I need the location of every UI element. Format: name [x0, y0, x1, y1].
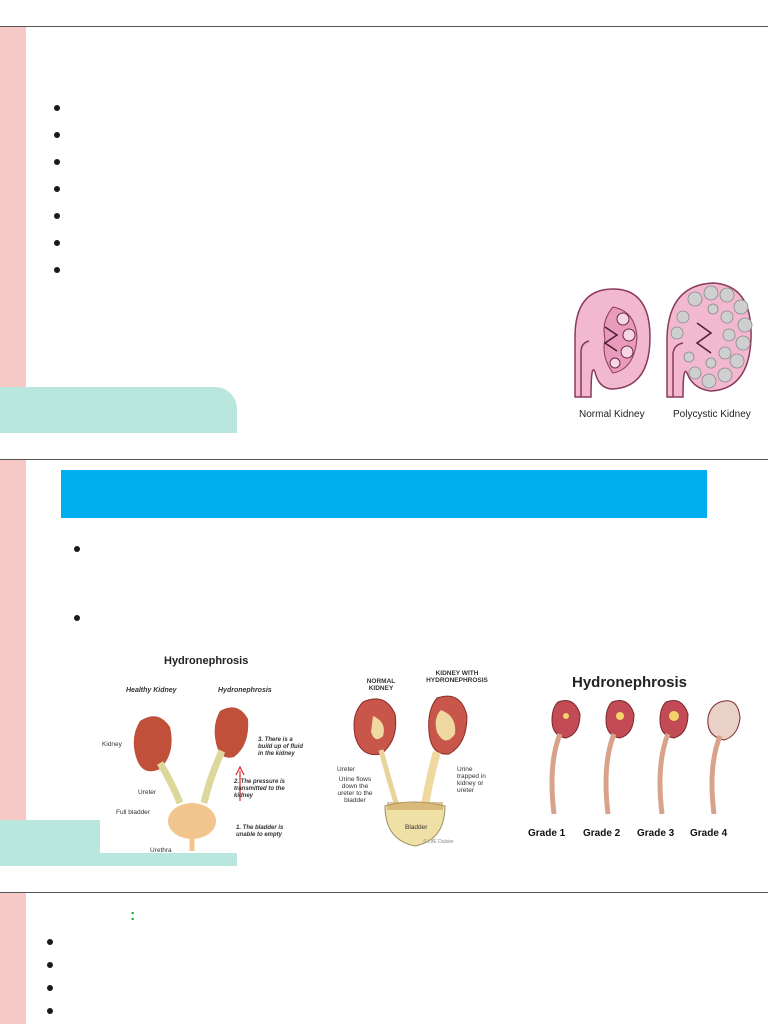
kidney-label: Kidney: [102, 741, 122, 748]
polycystic-kidney-drawing: [666, 282, 753, 398]
slide-divider: [0, 26, 768, 27]
title-banner: [61, 470, 707, 518]
healthy-kidney-header: Healthy Kidney: [126, 687, 177, 694]
ureter-label: Ureter: [337, 766, 356, 773]
slide-divider: [0, 459, 768, 460]
normal-kidney-caption: Normal Kidney: [579, 409, 645, 420]
urinary-tract-illustration: [133, 707, 249, 851]
urine-trapped-label: Urine trapped in kidney or ureter: [457, 766, 486, 795]
grade-3-label: Grade 3: [637, 828, 675, 839]
grades-illustration: [549, 700, 741, 815]
slide-accent-bar: [0, 893, 26, 1024]
urine-flows-label: Urine flows down the ureter to the bladd…: [337, 776, 373, 805]
slide-3: :: [0, 893, 768, 1024]
slide-1: Normal Kidney Polycystic Kidney: [0, 27, 768, 433]
ureter-label: Ureter: [138, 789, 157, 796]
slide-accent-bar: [0, 460, 26, 866]
hydronephrosis-grades-diagram: Hydronephrosis Grade 1 Grade 2 Grade 3 G…: [520, 674, 742, 849]
note-3: 3. There is a build up of fluid in the k…: [258, 737, 303, 757]
urethra-label: Urethra: [150, 847, 172, 854]
normal-kidney-drawing: [574, 288, 651, 398]
grade-1-label: Grade 1: [528, 828, 566, 839]
figure-title: Hydronephrosis: [572, 674, 688, 691]
grade-4-label: Grade 4: [690, 828, 728, 839]
grade-2-label: Grade 2: [583, 828, 621, 839]
bladder-label: Bladder: [405, 824, 428, 831]
note-2: 2. The pressure is transmitted to the ki…: [234, 779, 286, 799]
hydronephrosis-header: Hydronephrosis: [218, 687, 272, 694]
kidney-comparison-image: Normal Kidney Polycystic Kidney: [565, 277, 760, 427]
kidney-bladder-illustration: [353, 695, 468, 847]
full-bladder-label: Full bladder: [116, 809, 150, 816]
hydronephrosis-diagram-b: NORMAL KIDNEY KIDNEY WITH HYDRONEPHROSIS…: [333, 670, 498, 855]
normal-kidney-header: NORMAL KIDNEY: [366, 678, 396, 693]
slide-divider: [0, 892, 768, 893]
heading-colon: :: [130, 907, 136, 924]
slide-accent-bar: [0, 27, 26, 433]
note-1: 1. The bladder is unable to empty: [236, 825, 284, 838]
figure-title: Hydronephrosis: [164, 655, 249, 667]
image-credit: © LifE Dulsier: [423, 839, 454, 845]
polycystic-kidney-caption: Polycystic Kidney: [673, 409, 751, 420]
hydronephrosis-kidney-header: KIDNEY WITH HYDRONEPHROSIS: [426, 670, 488, 685]
hydronephrosis-diagram-a: Hydronephrosis Healthy Kidney Hydronephr…: [100, 653, 310, 854]
kidney-illustration: [574, 282, 753, 398]
slide-footer-tab: [0, 387, 237, 433]
slide-2: Hydronephrosis Healthy Kidney Hydronephr…: [0, 460, 768, 866]
